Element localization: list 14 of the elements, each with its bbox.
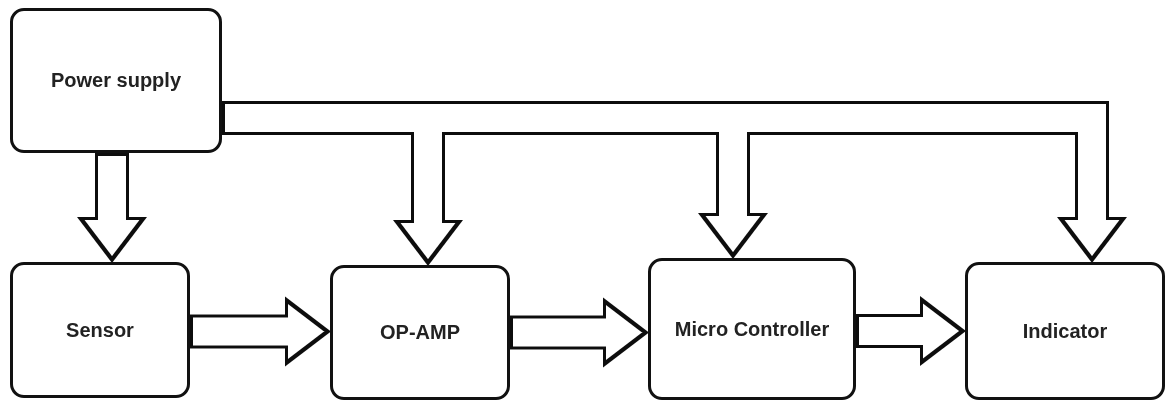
process-box [648, 258, 856, 400]
box-label: Sensor [66, 318, 134, 342]
block-arrow [77, 153, 147, 263]
box-label: Indicator [1022, 319, 1108, 343]
process-box [965, 262, 1165, 400]
box-label: Power supply [51, 69, 181, 92]
box-label: OP-AMP [380, 321, 460, 344]
process-box [10, 8, 222, 153]
block-arrow [190, 296, 331, 367]
block-arrow [856, 296, 966, 366]
process-box [330, 265, 510, 400]
process-box [10, 262, 190, 398]
block-arrow [510, 297, 649, 368]
box-label: Micro Controller [674, 317, 830, 341]
